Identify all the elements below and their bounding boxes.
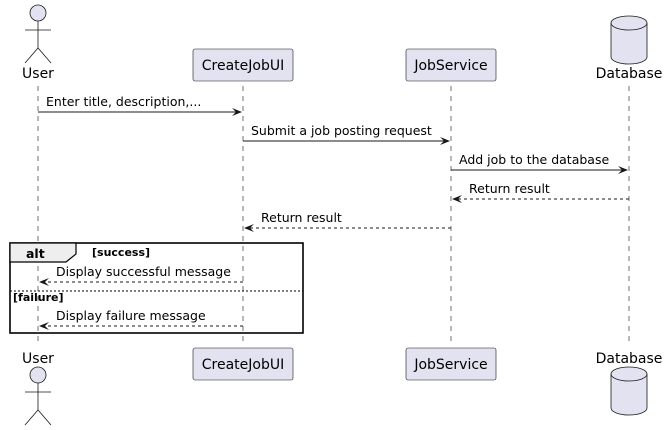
message-label: Display successful message [56, 264, 231, 279]
db-body [610, 15, 648, 65]
participant-label-bottom: CreateJobUI [202, 357, 284, 373]
participant-box-top-svc [405, 48, 497, 82]
db-body [610, 366, 648, 416]
database-bottom-icon [610, 366, 648, 416]
message-arrowhead [440, 137, 450, 145]
message-label: Add job to the database [459, 152, 609, 167]
actor-user-top-icon [24, 4, 52, 64]
message-arrowhead [244, 224, 254, 232]
participant-label-top: Database [596, 66, 663, 82]
participant-box-bottom-ui [192, 347, 294, 381]
message-label: Return result [469, 181, 550, 196]
message-label: Return result [261, 210, 342, 225]
message-arrowhead [618, 166, 628, 174]
actor-head [29, 366, 47, 384]
message-label: Display failure message [56, 308, 206, 323]
database-top-icon [610, 15, 648, 65]
participant-box-top-ui [192, 48, 294, 82]
actor-user-bottom-icon [24, 366, 52, 426]
participant-label-top: JobService [413, 58, 487, 74]
message-label: Submit a job posting request [251, 123, 432, 138]
participant-label-bottom: User [22, 351, 54, 367]
actor-head [29, 4, 47, 22]
participant-label-top: CreateJobUI [202, 58, 284, 74]
participant-label-bottom: Database [596, 351, 663, 367]
message-arrowhead [39, 278, 49, 286]
alt-guard-failure: [failure] [13, 291, 64, 304]
actor-legs [24, 47, 52, 64]
message-arrowhead [232, 108, 242, 116]
participant-box-bottom-svc [405, 347, 497, 381]
alt-frame [9, 242, 304, 334]
message-arrowhead [39, 322, 49, 330]
alt-frame-tab [9, 242, 77, 263]
db-rim [610, 373, 648, 382]
alt-guard-success: [success] [92, 246, 150, 259]
actor-legs [24, 409, 52, 426]
message-label: Enter title, description,... [46, 94, 201, 109]
message-arrowhead [452, 195, 462, 203]
alt-keyword: alt [26, 246, 45, 261]
participant-label-top: User [22, 66, 54, 82]
db-rim [610, 22, 648, 31]
participant-label-bottom: JobService [413, 357, 487, 373]
